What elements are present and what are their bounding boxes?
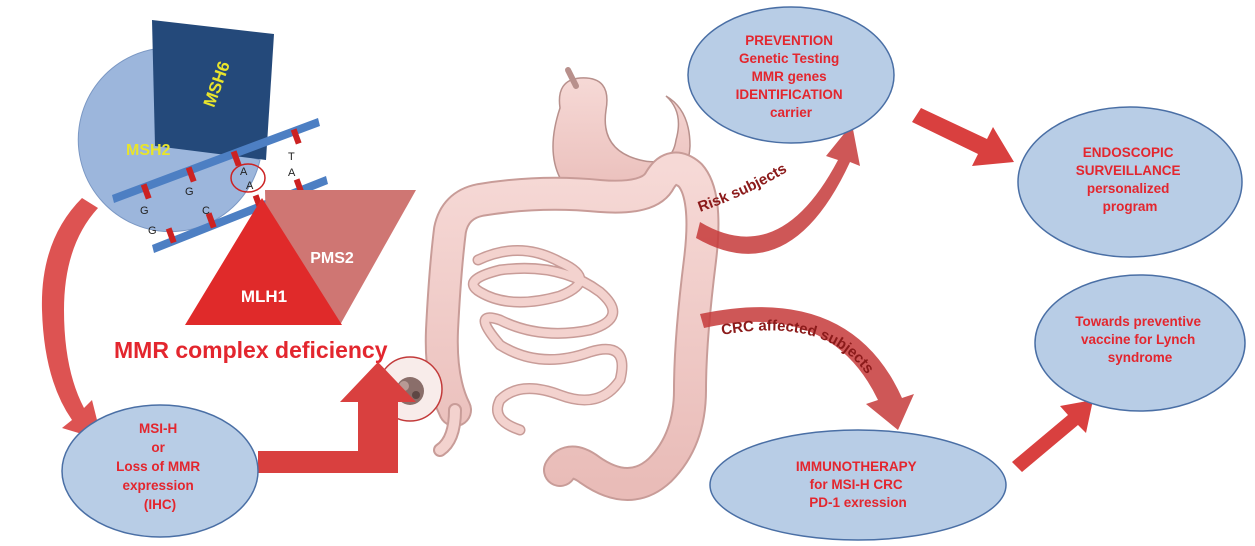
node-line: MMR genes: [752, 69, 827, 84]
node-line: SURVEILLANCE: [1076, 163, 1181, 178]
node-line: PREVENTION: [745, 33, 833, 48]
mmr-complex: G G G C A A T A MSH6 MSH2 PMS2 MLH1 MMR …: [78, 20, 416, 363]
dna-base: C: [202, 205, 210, 217]
node-line: PD-1 exression: [809, 495, 907, 510]
node-line: carrier: [770, 105, 813, 120]
dna-base: T: [288, 151, 295, 163]
dna-base: A: [288, 167, 296, 179]
arrow-immuno-to-vaccine: [1012, 400, 1093, 472]
dna-base: A: [240, 166, 248, 178]
node-line: (IHC): [144, 497, 176, 512]
node-line: or: [151, 440, 165, 455]
node-line: Genetic Testing: [739, 51, 839, 66]
mlh1-label: MLH1: [241, 287, 287, 306]
node-prevention: PREVENTION Genetic Testing MMR genes IDE…: [688, 7, 894, 143]
msh2-label: MSH2: [126, 142, 171, 159]
dna-base: A: [246, 180, 254, 192]
node-line: ENDOSCOPIC: [1083, 145, 1174, 160]
arrow-prevention-to-surveillance: [912, 108, 1014, 166]
curved-arrow-left: [42, 198, 102, 440]
node-line: vaccine for Lynch: [1081, 332, 1195, 347]
node-line: expression: [122, 478, 193, 493]
node-line: program: [1103, 199, 1158, 214]
node-line: for MSI-H CRC: [810, 477, 903, 492]
dna-base: G: [148, 225, 157, 237]
node-line: IDENTIFICATION: [736, 87, 843, 102]
svg-text:IMMUNOTHERAPY for MSI-H: IMMUNOTHERAPY for MSI-H CRC PD-1 exressi…: [796, 459, 920, 510]
node-line: Towards preventive: [1075, 314, 1201, 329]
node-line: IMMUNOTHERAPY: [796, 459, 917, 474]
node-line: Loss of MMR: [116, 459, 200, 474]
node-vaccine: Towards preventive vaccine for Lynch syn…: [1035, 275, 1245, 411]
arc-arrow-risk: [696, 124, 860, 254]
deficiency-label: MMR complex deficiency: [114, 337, 388, 363]
colon-illustration: [440, 169, 702, 484]
node-surveillance: ENDOSCOPIC SURVEILLANCE personalized pro…: [1018, 107, 1242, 257]
block-arrow-msi-to-tumor: [258, 362, 416, 473]
pms2-label: PMS2: [310, 250, 354, 267]
node-line: syndrome: [1108, 350, 1173, 365]
dna-base: G: [140, 205, 149, 217]
crc-affected-label: CRC affected subjects: [720, 317, 877, 377]
node-line: personalized: [1087, 181, 1170, 196]
node-msi: MSI-H or Loss of MMR expression (IHC): [62, 405, 258, 537]
node-line: MSI-H: [139, 421, 177, 436]
node-immunotherapy: IMMUNOTHERAPY for MSI-H CRC PD-1 exressi…: [710, 430, 1006, 540]
dna-base: G: [185, 186, 194, 198]
